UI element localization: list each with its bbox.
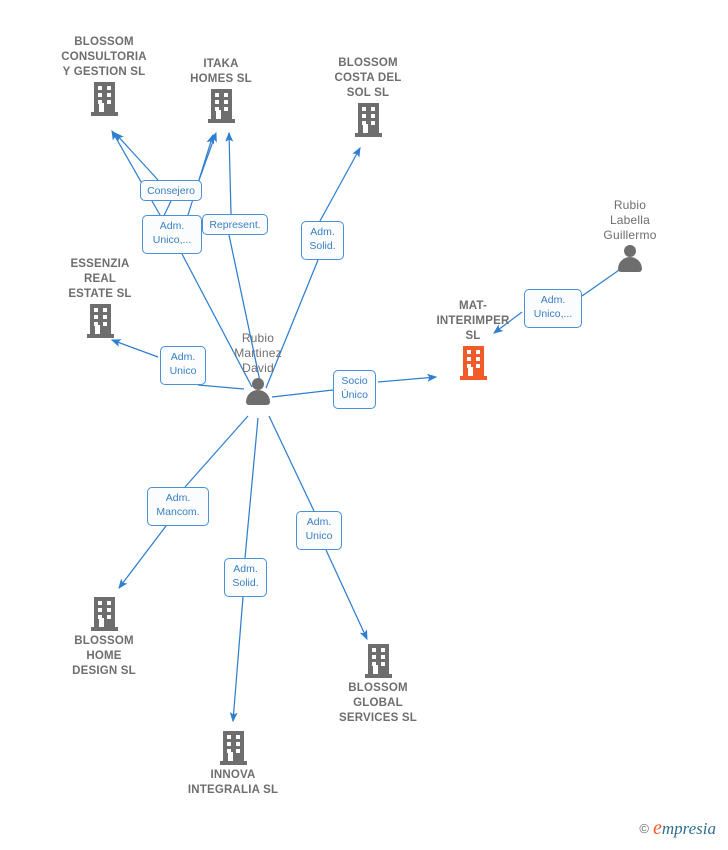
- node-label: ESSENZIA REAL ESTATE SL: [68, 258, 132, 300]
- relation-label-adm-unico-essenzia[interactable]: Adm. Unico: [160, 346, 206, 385]
- person-icon: [565, 245, 695, 275]
- edge-adm-unico-to-mat-interimper: [493, 311, 523, 334]
- brand-name: empresia: [653, 817, 716, 840]
- node-itaka-homes[interactable]: ITAKA HOMES SL: [156, 57, 286, 126]
- node-label: Rubio Labella Guillermo: [603, 198, 657, 242]
- relation-label-adm-mancom[interactable]: Adm. Mancom.: [147, 487, 209, 526]
- node-rubio-martinez-david[interactable]: Rubio Martinez David: [193, 331, 323, 408]
- building-icon: [313, 644, 443, 681]
- node-essenzia-real-estate[interactable]: ESSENZIA REAL ESTATE SL: [35, 257, 165, 341]
- node-blossom-global-services[interactable]: BLOSSOM GLOBAL SERVICES SL: [313, 642, 443, 726]
- relation-label-consejero[interactable]: Consejero: [140, 180, 202, 201]
- edge-hub-to-adm-solid-top: [265, 259, 319, 389]
- edge-adm-unico-multi-to-itaka-homes: [187, 133, 215, 216]
- relation-label-adm-solid-top[interactable]: Adm. Solid.: [301, 221, 344, 260]
- building-icon: [39, 597, 169, 634]
- edge-hub-to-socio-unico: [271, 389, 334, 398]
- brand-initial: e: [652, 817, 662, 839]
- building-icon: [156, 89, 286, 126]
- building-icon: [168, 731, 298, 768]
- node-label: ITAKA HOMES SL: [190, 58, 252, 85]
- node-label: BLOSSOM COSTA DEL SOL SL: [334, 57, 402, 99]
- edge-hub-to-adm-unico-multi: [181, 253, 253, 388]
- building-icon: [39, 82, 169, 119]
- node-label: INNOVA INTEGRALIA SL: [187, 769, 279, 796]
- edge-socio-unico-to-mat-interimper: [377, 373, 438, 383]
- edge-adm-solid-to-blossom-costa: [319, 146, 361, 222]
- edge-hub-to-adm-unico-left: [197, 384, 245, 390]
- node-label: BLOSSOM CONSULTORIA Y GESTION SL: [61, 36, 147, 78]
- relation-label-socio-unico[interactable]: Socio Único: [333, 370, 376, 409]
- edge-hub-to-adm-unico-bot: [268, 415, 315, 512]
- node-blossom-costa-del-sol[interactable]: BLOSSOM COSTA DEL SOL SL: [303, 56, 433, 140]
- watermark-empresia: © empresia: [639, 817, 716, 840]
- edge-labella-to-adm-unico: [581, 267, 623, 297]
- node-rubio-labella-guillermo[interactable]: Rubio Labella Guillermo: [565, 198, 695, 275]
- edge-adm-solid-to-innova-integralia: [229, 596, 244, 723]
- building-icon: [303, 103, 433, 140]
- relation-label-represent[interactable]: Represent.: [202, 214, 268, 235]
- node-innova-integralia[interactable]: INNOVA INTEGRALIA SL: [168, 729, 298, 798]
- copyright-symbol: ©: [639, 821, 649, 836]
- edge-hub-to-adm-mancom: [184, 415, 249, 488]
- node-label: MAT- INTERIMPER SL: [436, 300, 510, 342]
- node-blossom-home-design[interactable]: BLOSSOM HOME DESIGN SL: [39, 595, 169, 679]
- edge-adm-unico-to-essenzia-real: [110, 339, 159, 358]
- edge-represent-to-itaka-homes: [225, 131, 234, 215]
- node-label: BLOSSOM HOME DESIGN SL: [72, 635, 136, 677]
- edge-hub-to-adm-solid-bot: [244, 417, 259, 559]
- building-icon-highlighted: [408, 346, 538, 383]
- building-icon: [35, 304, 165, 341]
- brand-remainder: mpresia: [661, 819, 716, 838]
- node-label: BLOSSOM GLOBAL SERVICES SL: [338, 682, 418, 724]
- node-blossom-consultoria[interactable]: BLOSSOM CONSULTORIA Y GESTION SL: [39, 35, 169, 119]
- node-label: Rubio Martinez David: [234, 331, 282, 375]
- node-mat-interimper[interactable]: MAT- INTERIMPER SL: [408, 299, 538, 383]
- edge-hub-to-represent: [228, 234, 262, 387]
- person-icon: [193, 378, 323, 408]
- edge-adm-mancom-to-blossom-home: [118, 525, 167, 589]
- edge-adm-unico-to-blossom-global: [325, 549, 368, 641]
- relation-label-adm-solid-bottom[interactable]: Adm. Solid.: [224, 558, 267, 597]
- relation-label-adm-unico-multi[interactable]: Adm. Unico,...: [142, 215, 202, 254]
- relation-label-adm-unico-bottom[interactable]: Adm. Unico: [296, 511, 342, 550]
- edge-consejero-to-blossom-consultoria: [114, 132, 159, 181]
- relation-label-adm-unico-mat[interactable]: Adm. Unico,...: [524, 289, 582, 328]
- edge-adm-unico-multi-to-blossom-consultoria: [111, 129, 161, 216]
